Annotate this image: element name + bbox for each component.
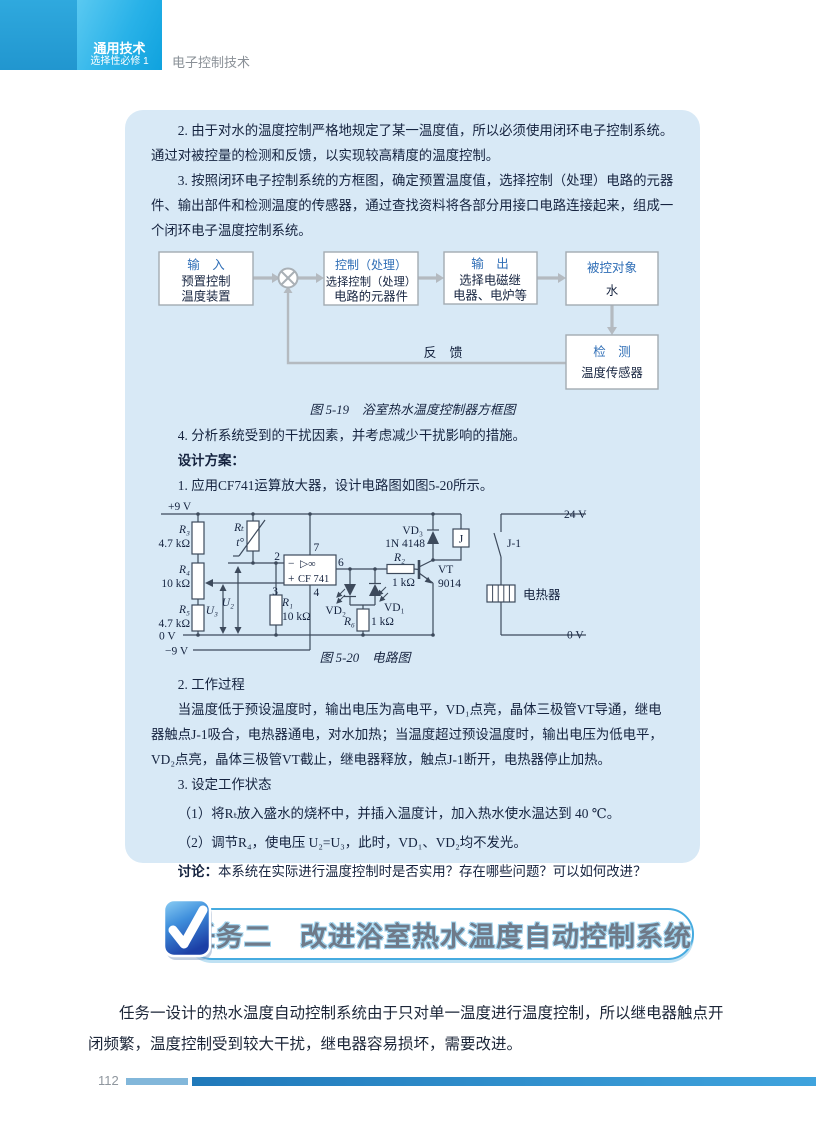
label-r2-val: 1 kΩ xyxy=(392,577,415,589)
box3-line1: 选择电磁继 xyxy=(459,273,521,288)
figure-5-20-caption: 图 5-20 电路图 xyxy=(320,651,413,665)
label-u2: U₂ xyxy=(222,597,234,609)
label-r4: R₄ xyxy=(178,564,190,576)
series-title: 通用技术 xyxy=(93,40,146,56)
state-heading: 3. 设定工作状态 xyxy=(177,777,272,792)
label-rt: Rₜ xyxy=(233,522,244,534)
box3-line2: 电器、电炉等 xyxy=(453,288,527,303)
task-banner-title: 任务二 改进浴室热水温度自动控制系统 xyxy=(188,921,692,952)
discussion-line: 讨论：本系统在实际进行温度控制时是否实用？存在哪些问题？可以如何改进？ xyxy=(151,859,674,884)
footer-bar-dark xyxy=(192,1077,816,1086)
label-rt-temp: t° xyxy=(236,537,244,549)
label-vd3: VD₃ xyxy=(402,525,423,537)
label-heater: 电热器 xyxy=(523,588,561,602)
label-r1-val: 10 kΩ xyxy=(282,611,311,623)
circuit-svg: +9 V 0 V −9 V R₃ 4.7 kΩ R₄ 10 kΩ R₅ 4.7 … xyxy=(158,501,587,665)
feedback-label: 反 馈 xyxy=(423,345,462,360)
design-step1: 1. 应用CF741运算放大器，设计电路图如图5-20所示。 xyxy=(177,478,494,493)
box1-line2: 温度装置 xyxy=(181,289,230,304)
label-pin6: 6 xyxy=(338,557,344,569)
label-vd1: VD₁ xyxy=(384,602,405,614)
book-title: 电子控制技术 xyxy=(172,55,251,70)
page-number: 112 xyxy=(98,1073,119,1088)
label-pin3: 3 xyxy=(272,586,278,598)
circuit-components xyxy=(191,520,516,632)
circuit-figure: +9 V 0 V −9 V R₃ 4.7 kΩ R₄ 10 kΩ R₅ 4.7 … xyxy=(151,500,674,672)
block-diagram-svg: 输 入 预置控制 温度装置 控制（处理） 选择控制（处理） 电路的元器件 输 出… xyxy=(158,251,659,390)
label-r1: R₁ xyxy=(281,597,293,609)
label-u3: U₃ xyxy=(206,605,218,617)
label-r3: R₃ xyxy=(178,524,190,536)
header-dark-block xyxy=(0,0,77,70)
feedback-arrowhead xyxy=(283,286,293,293)
diagram-arrows xyxy=(253,273,617,335)
label-j1: J-1 xyxy=(507,538,521,550)
discussion-label: 讨论： xyxy=(177,864,218,879)
task-banner: 任务二 改进浴室热水温度自动控制系统 xyxy=(160,896,694,966)
check-icon xyxy=(162,898,212,960)
label-r5: R₅ xyxy=(178,604,190,616)
label-plus9v: +9 V xyxy=(168,501,192,513)
state-item1: （1）将Rₜ放入盛水的烧杯中，并插入温度计，加入热水使水温达到 40 ℃。 xyxy=(177,806,621,821)
heater-hatching xyxy=(492,585,510,602)
box5-line1: 温度传感器 xyxy=(581,365,643,380)
label-vt-type: 9014 xyxy=(438,578,461,590)
label-r3-val: 4.7 kΩ xyxy=(158,538,190,550)
opamp-symbol: ▷∞ xyxy=(300,559,316,570)
label-0v-left: 0 V xyxy=(159,631,176,643)
series-subtitle: 选择性必修 1 xyxy=(90,56,149,67)
label-r6: R₆ xyxy=(343,616,355,628)
box1-title: 输 入 xyxy=(187,257,225,272)
led-emission-arrows xyxy=(336,586,389,604)
work-text: 当温度低于预设温度时，输出电压为高电平，VD₁点亮，晶体三极管VT导通，继电器触… xyxy=(151,702,663,767)
paragraph-4: 4. 分析系统受到的干扰因素，并考虑减少干扰影响的措施。 xyxy=(177,428,526,443)
label-pin7: 7 xyxy=(314,542,320,554)
state-item2: （2）调节R₄，使电压 U₂=U₃，此时，VD₁、VD₂均不发光。 xyxy=(177,835,527,850)
junction-dots xyxy=(196,512,435,637)
box2-line1: 选择控制（处理） xyxy=(326,275,416,289)
box2-line2: 电路的元器件 xyxy=(334,289,408,304)
label-minus9v: −9 V xyxy=(165,646,189,658)
label-vd3-type: 1N 4148 xyxy=(385,538,425,550)
opamp-plus: + xyxy=(288,573,295,585)
series-title-group: 通用技术 选择性必修 1 xyxy=(77,40,162,67)
content-text: 2. 由于对水的温度控制严格地规定了某一温度值，所以必须使用闭环电子控制系统。通… xyxy=(151,118,674,884)
work-heading: 2. 工作过程 xyxy=(177,677,245,692)
figure-5-19-caption: 图 5-19 浴室热水温度控制器方框图 xyxy=(309,403,516,417)
box1-line1: 预置控制 xyxy=(181,275,230,289)
box5-title: 检 测 xyxy=(593,344,631,359)
paragraph-3: 3. 按照闭环电子控制系统的方框图，确定预置温度值，选择控制（处理）电路的元器件… xyxy=(151,173,674,238)
label-0v-right: 0 V xyxy=(567,630,584,642)
opamp-name: CF 741 xyxy=(298,574,329,585)
label-vt: VT xyxy=(438,564,453,576)
label-pin4: 4 xyxy=(314,587,320,599)
opamp-minus: − xyxy=(288,558,295,570)
label-r2: R₂ xyxy=(393,552,405,564)
header-cyan-block: 通用技术 选择性必修 1 xyxy=(77,0,165,70)
label-r5-val: 4.7 kΩ xyxy=(158,618,190,630)
thermistor-symbol xyxy=(233,519,266,557)
footer-bar-light xyxy=(126,1078,188,1085)
feedback-path xyxy=(286,293,566,365)
label-r6-val: 1 kΩ xyxy=(371,616,394,628)
diode-triangles xyxy=(205,531,439,634)
box4-title: 被控对象 xyxy=(587,261,637,275)
label-vd2: VD₂ xyxy=(325,605,346,617)
box4-line1: 水 xyxy=(606,284,618,298)
discussion-text: 本系统在实际进行温度控制时是否实用？存在哪些问题？可以如何改进？ xyxy=(217,864,647,879)
design-heading: 设计方案： xyxy=(177,453,245,468)
content-box: 2. 由于对水的温度控制严格地规定了某一温度值，所以必须使用闭环电子控制系统。通… xyxy=(125,110,700,879)
paragraph-2: 2. 由于对水的温度控制严格地规定了某一温度值，所以必须使用闭环电子控制系统。通… xyxy=(151,123,674,163)
label-pin2: 2 xyxy=(274,551,280,563)
label-r4-val: 10 kΩ xyxy=(161,578,190,590)
label-relay-j: J xyxy=(459,534,464,546)
box2-title: 控制（处理） xyxy=(335,258,407,272)
summing-junction xyxy=(277,267,299,289)
task-intro-paragraph: 任务一设计的热水温度自动控制系统由于只对单一温度进行温度控制，所以继电器触点开闭… xyxy=(88,1005,724,1053)
diagram-boxes xyxy=(158,251,659,390)
task-banner-pill: 任务二 改进浴室热水温度自动控制系统 xyxy=(186,908,694,960)
block-diagram-figure: 输 入 预置控制 温度装置 控制（处理） 选择控制（处理） 电路的元器件 输 出… xyxy=(151,247,674,395)
label-24v: 24 V xyxy=(564,509,587,521)
box3-title: 输 出 xyxy=(471,256,509,271)
